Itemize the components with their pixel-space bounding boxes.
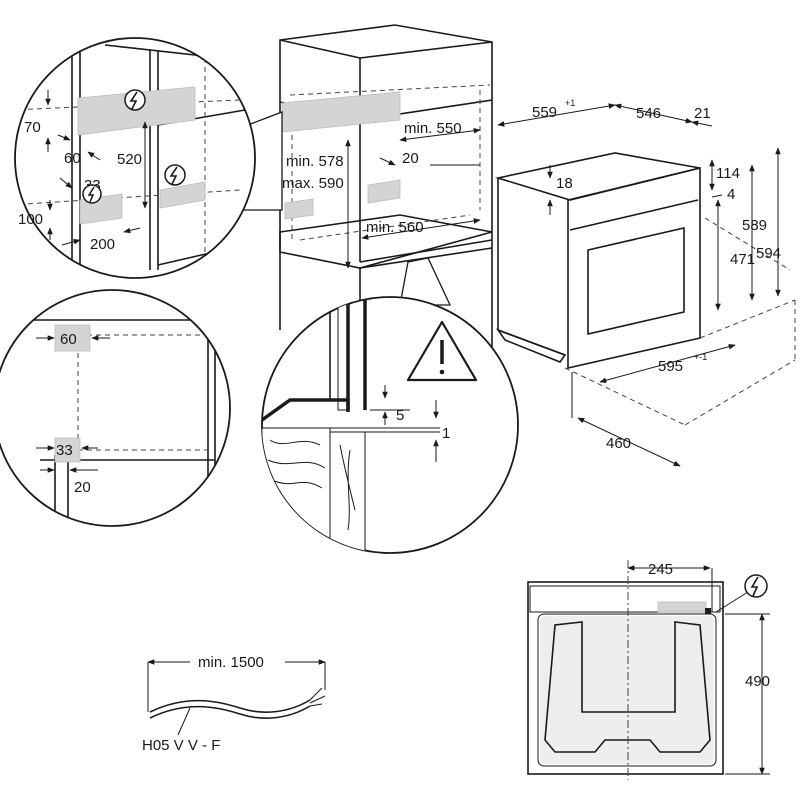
dim-60-mid: 60 [60, 331, 77, 348]
electrical-connection-icon [164, 164, 186, 186]
electrical-zone-upper [281, 91, 401, 133]
dim-33-mid: 33 [56, 442, 73, 459]
dim-245: 245 [648, 561, 673, 578]
dim-20-cabinet: 20 [402, 150, 419, 167]
detail-circle-mid-left: 60 33 20 [0, 289, 231, 527]
dim-100: 100 [18, 211, 43, 228]
dim-490: 490 [745, 673, 770, 690]
electrical-connection-icon [744, 574, 768, 598]
dim-min-550: min. 550 [404, 120, 462, 137]
dim-460: 460 [606, 435, 631, 452]
dim-589: 589 [742, 217, 767, 234]
cable-type: H05 V V - F [142, 737, 220, 754]
oven-drawing: 559 +1 546 21 18 114 4 471 589 594 595 +… [494, 98, 796, 467]
dim-max-590: max. 590 [282, 175, 344, 192]
electrical-connection-icon [124, 89, 146, 111]
dim-1: 1 [442, 425, 450, 442]
detail-circle-top-left: 70 60 520 33 100 200 [14, 37, 283, 279]
detail-circle-center: 5 1 [261, 257, 519, 554]
dim-546: 546 [636, 105, 661, 122]
cabinet-drawing: min. 550 20 min. 578 max. 590 min. 560 [279, 24, 493, 350]
dim-200: 200 [90, 236, 115, 253]
dim-20-mid: 20 [74, 479, 91, 496]
dim-min-1500: min. 1500 [198, 654, 264, 671]
front-view-drawing: 245 490 [527, 560, 770, 780]
dim-520: 520 [117, 151, 142, 168]
dim-4: 4 [727, 186, 735, 203]
dim-559-tol: +1 [565, 98, 575, 108]
dim-60-top: 60 [64, 150, 81, 167]
dim-595: 595 [658, 358, 683, 375]
dim-114: 114 [716, 165, 740, 182]
dim-471: 471 [730, 251, 755, 268]
dim-21: 21 [694, 105, 711, 122]
dim-595-tol: +-1 [694, 352, 707, 362]
electrical-connection-icon [82, 184, 102, 204]
dim-min-578: min. 578 [286, 153, 344, 170]
dim-594: 594 [756, 245, 781, 262]
dim-min-560: min. 560 [366, 219, 424, 236]
dim-18: 18 [556, 175, 573, 192]
dim-5: 5 [396, 407, 404, 424]
cable-drawing: min. 1500 H05 V V - F [142, 654, 326, 754]
dim-70: 70 [24, 119, 41, 136]
warning-triangle-icon [406, 320, 478, 382]
dim-559: 559 [532, 104, 557, 121]
